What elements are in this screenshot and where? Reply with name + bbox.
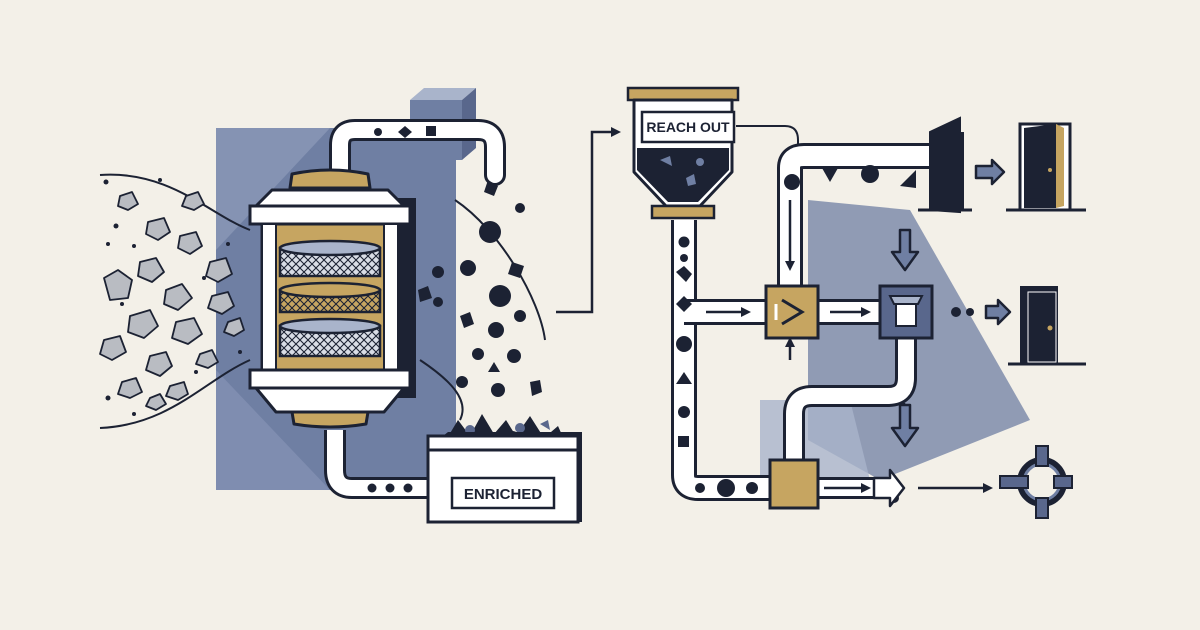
- raw-rock-icon: [103, 269, 133, 301]
- open-door-icon: [918, 116, 972, 214]
- output-pipe: [324, 430, 435, 499]
- mesh-screen-icon: [278, 281, 382, 314]
- raw-rock-icon: [145, 393, 167, 411]
- raw-rock-icon: [223, 317, 245, 337]
- raw-rock-icon: [163, 283, 193, 311]
- raw-rock-icon: [145, 351, 173, 377]
- filter-tank-icon: [248, 168, 416, 429]
- raw-rock-icon: [177, 231, 203, 255]
- raw-rock-icon: [117, 191, 139, 211]
- closed-door-icon: [1008, 286, 1086, 366]
- raw-rock-stream: [99, 173, 251, 429]
- pipe-items: [676, 165, 974, 503]
- raw-rock-icon: [181, 191, 205, 211]
- connector-knot-icon: [999, 445, 1073, 519]
- router-chevron-icon: [764, 284, 820, 340]
- reach-out-label: REACH OUT: [646, 119, 730, 135]
- lower-gate-block: [768, 458, 820, 510]
- raw-rock-icon: [171, 317, 203, 345]
- raw-rock-icon: [165, 381, 189, 401]
- raw-rock-icon: [117, 377, 143, 399]
- open-door-icon: [1006, 122, 1086, 212]
- block-arrows: [872, 158, 1012, 508]
- gate-node-icon: [878, 284, 934, 340]
- loop-pipe-top: [329, 119, 506, 196]
- raw-rock-icon: [195, 349, 219, 369]
- mesh-screen-icon: [278, 239, 382, 278]
- raw-rock-icon: [145, 217, 171, 241]
- pellet-stream: [418, 180, 546, 421]
- raw-rock-icon: [127, 309, 159, 339]
- raw-rock-icon: [205, 257, 233, 283]
- raw-rock-icon: [207, 291, 235, 315]
- funnel-icon: REACH OUT: [626, 86, 740, 220]
- raw-rock-icon: [137, 257, 165, 283]
- connector-arrow: [556, 127, 621, 314]
- reach-out-arrow: [736, 125, 799, 152]
- enriched-bin-icon: ENRICHED: [426, 414, 582, 524]
- mesh-screen-icon: [278, 317, 382, 358]
- raw-rock-icon: [99, 335, 127, 361]
- enriched-label: ENRICHED: [464, 486, 543, 503]
